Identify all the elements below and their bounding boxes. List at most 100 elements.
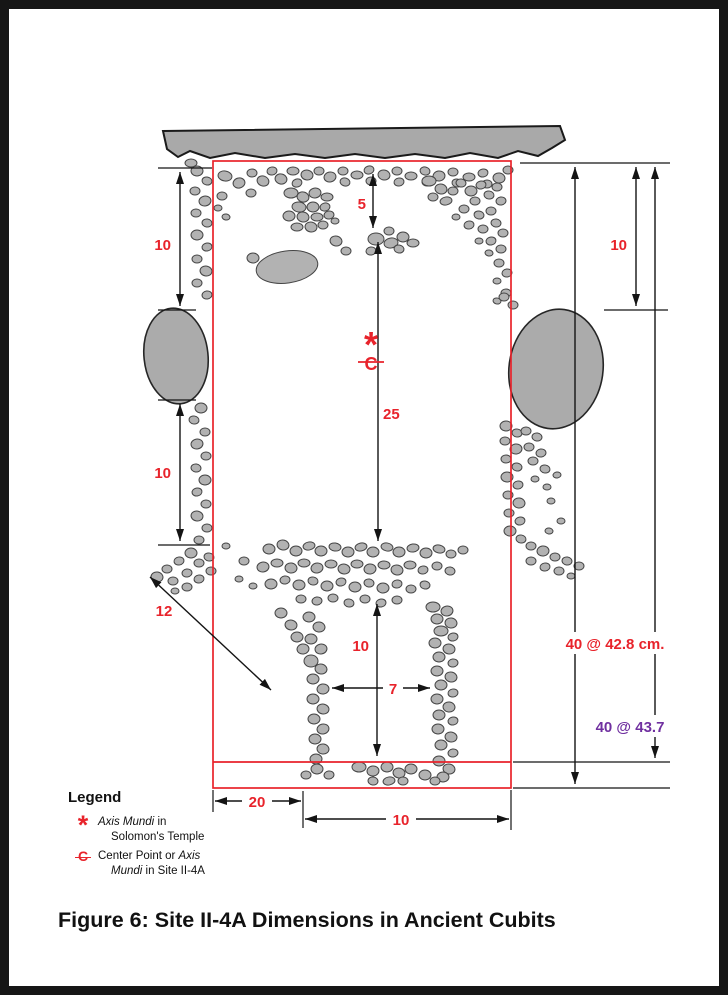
stone: [380, 761, 394, 773]
stone: [535, 448, 547, 458]
stone: [391, 579, 403, 589]
stone: [363, 563, 377, 575]
stone: [491, 182, 503, 192]
stone: [312, 621, 326, 633]
stone: [500, 471, 514, 483]
stone: [184, 158, 198, 168]
stone: [462, 172, 476, 182]
stone: [317, 220, 329, 230]
stone: [536, 545, 550, 557]
stone: [392, 546, 406, 558]
stone: [507, 300, 519, 310]
stone: [191, 278, 203, 288]
stone: [445, 549, 457, 559]
dim-left-lower: 10: [154, 404, 184, 541]
dim-label-bottom-left: 20: [249, 794, 266, 811]
stone: [295, 594, 307, 604]
stone: [274, 607, 288, 619]
stone: [308, 187, 322, 199]
stone: [307, 576, 319, 586]
site-outline: [212, 160, 512, 789]
stone: [351, 761, 367, 773]
stone: [512, 497, 526, 509]
stone: [316, 743, 330, 755]
stone: [447, 716, 459, 726]
stone: [350, 170, 364, 180]
stone: [341, 546, 355, 558]
stone: [392, 767, 406, 779]
stone: [201, 242, 213, 252]
stone: [289, 545, 303, 557]
stone: [380, 542, 394, 552]
stone: [432, 755, 446, 767]
axis-mundi-asterisk: *: [364, 324, 378, 365]
stone: [213, 204, 223, 212]
stone: [181, 582, 193, 592]
stone: [329, 235, 343, 247]
stone: [248, 582, 258, 590]
stone: [539, 464, 551, 474]
dim-diagonal: 12: [149, 576, 272, 691]
stone: [201, 523, 213, 533]
stone: [444, 671, 458, 683]
stone: [365, 176, 377, 186]
stone: [418, 769, 432, 781]
stone: [498, 292, 510, 302]
stone: [221, 213, 231, 221]
stone: [383, 226, 395, 236]
stone: [200, 499, 212, 509]
stone: [473, 210, 485, 220]
dim-left-upper: 10: [154, 172, 184, 306]
dim-label-right-total-red: 40 @ 42.8 cm.: [566, 636, 665, 653]
stone: [337, 166, 349, 176]
stone: [167, 576, 179, 586]
stone: [190, 510, 204, 522]
stone: [161, 564, 173, 574]
stone: [492, 172, 506, 184]
stone: [170, 587, 180, 595]
stone: [421, 175, 437, 187]
stone: [191, 254, 203, 264]
stone: [492, 297, 502, 305]
stone: [458, 204, 470, 214]
stone: [284, 619, 298, 631]
stone: [184, 547, 198, 559]
stone: [493, 258, 505, 268]
stone: [205, 566, 217, 576]
stone: [474, 237, 484, 245]
dim-bottom-center: 10: [305, 809, 509, 829]
figure-caption: Figure 6: Site II-4A Dimensions in Ancie…: [58, 908, 556, 932]
stone: [306, 201, 320, 213]
stone: [188, 415, 200, 425]
asterisk-icon: *: [77, 810, 89, 840]
stone: [270, 558, 284, 568]
stone: [194, 402, 208, 414]
stone: [492, 277, 502, 285]
stone: [367, 232, 385, 246]
stone: [419, 547, 433, 559]
stone: [475, 180, 487, 190]
stone: [527, 456, 539, 466]
stone: [311, 596, 323, 606]
stone: [433, 625, 449, 637]
stone: [431, 561, 443, 571]
stone: [430, 613, 444, 625]
stone: [316, 703, 330, 715]
stone: [365, 246, 377, 256]
top-slab: [161, 124, 567, 160]
dim-lower-vertical: 10: [352, 604, 381, 756]
stone: [469, 196, 481, 206]
dim-label-center-vertical: 25: [383, 406, 400, 423]
stone: [234, 575, 244, 583]
stone: [485, 236, 497, 246]
stone: [276, 539, 290, 551]
stone: [323, 210, 335, 220]
stone: [512, 480, 524, 490]
stone: [302, 541, 316, 551]
stone: [393, 244, 405, 254]
stone: [501, 268, 513, 278]
stone: [189, 186, 201, 196]
stone: [319, 202, 331, 212]
stone: [444, 731, 458, 743]
